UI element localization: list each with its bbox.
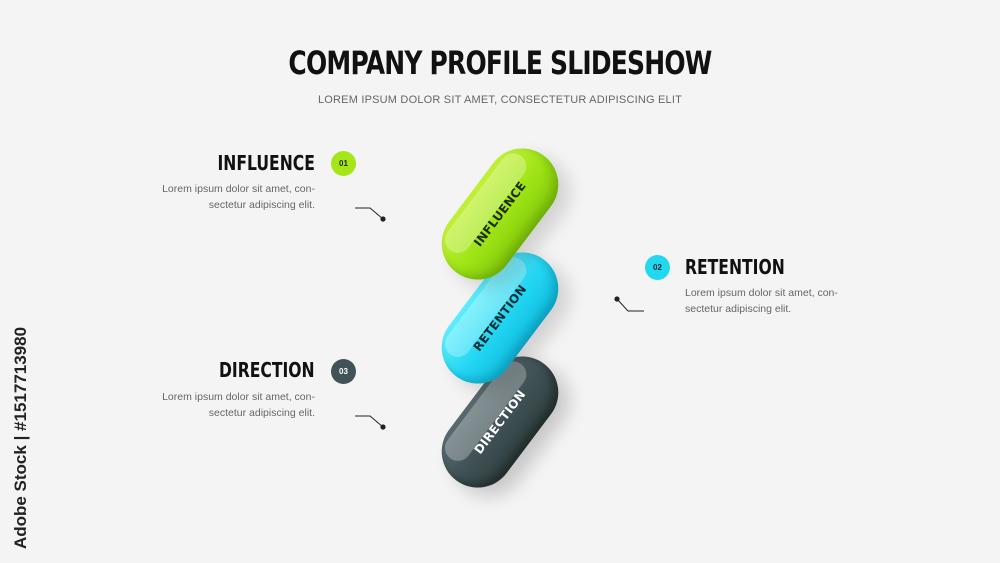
influence-number-badge: 01 bbox=[331, 151, 356, 176]
direction-heading: DIRECTION bbox=[219, 358, 315, 382]
page-subtitle: LOREM IPSUM DOLOR SIT AMET, CONSECTETUR … bbox=[317, 94, 683, 106]
stock-watermark: Adobe Stock | #1517713980 bbox=[6, 325, 36, 550]
influence-pill-label: INFLUENCE bbox=[471, 178, 529, 250]
connector-influence bbox=[355, 207, 386, 222]
retention-heading: RETENTION bbox=[685, 255, 785, 279]
connector-direction bbox=[355, 415, 386, 430]
direction-pill-label: DIRECTION bbox=[471, 387, 529, 457]
direction-description-line1: Lorem ipsum dolor sit amet, con- bbox=[162, 391, 315, 403]
direction-number-badge: 03 bbox=[331, 359, 356, 384]
direction-description: Lorem ipsum dolor sit amet, con- sectetu… bbox=[115, 389, 315, 421]
connector-retention bbox=[614, 296, 644, 312]
retention-description-line1: Lorem ipsum dolor sit amet, con- bbox=[685, 287, 838, 299]
retention-description-line2: sectetur adipiscing elit. bbox=[685, 303, 792, 315]
influence-description-line2: sectetur adipiscing elit. bbox=[208, 199, 315, 211]
influence-description-line1: Lorem ipsum dolor sit amet, con- bbox=[162, 183, 315, 195]
retention-pill-label: RETENTION bbox=[470, 282, 530, 354]
retention-description: Lorem ipsum dolor sit amet, con- sectetu… bbox=[685, 285, 885, 317]
stock-watermark-text: Adobe Stock | #1517713980 bbox=[11, 326, 30, 549]
retention-number-badge: 02 bbox=[645, 255, 670, 280]
page-title: COMPANY PROFILE SLIDESHOW bbox=[288, 44, 712, 82]
influence-heading: INFLUENCE bbox=[217, 151, 315, 175]
direction-description-line2: sectetur adipiscing elit. bbox=[208, 407, 315, 419]
influence-description: Lorem ipsum dolor sit amet, con- sectetu… bbox=[115, 181, 315, 213]
